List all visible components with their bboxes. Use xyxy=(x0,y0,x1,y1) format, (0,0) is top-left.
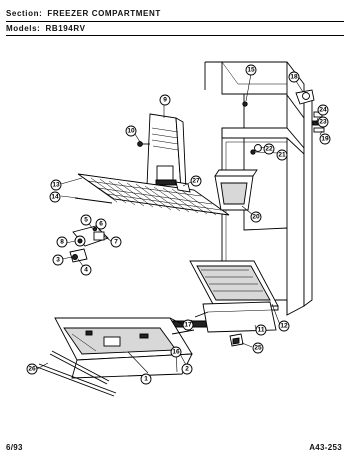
section-value: FREEZER COMPARTMENT xyxy=(47,9,161,18)
svg-text:15: 15 xyxy=(247,67,255,74)
part-13-wire-shelf xyxy=(74,173,230,216)
callout-13: 13 xyxy=(50,179,62,191)
callout-7: 7 xyxy=(110,236,122,248)
cabinet-hardware xyxy=(242,89,325,155)
svg-text:23: 23 xyxy=(319,119,327,126)
svg-text:26: 26 xyxy=(28,366,36,373)
svg-text:21: 21 xyxy=(278,152,286,159)
svg-text:22: 22 xyxy=(265,146,273,153)
footer-code: A43-253 xyxy=(309,443,342,452)
callout-17: 17 xyxy=(182,319,194,331)
callout-6: 6 xyxy=(95,218,107,230)
models-value: RB194RV xyxy=(45,24,86,33)
callout-8: 8 xyxy=(56,236,68,248)
callout-23: 23 xyxy=(317,116,329,128)
callout-18: 18 xyxy=(288,71,300,83)
callout-9: 9 xyxy=(159,94,171,106)
callout-11: 11 xyxy=(255,324,267,336)
cabinet-drawing xyxy=(204,61,313,316)
svg-text:4: 4 xyxy=(84,267,88,274)
models-label: Models: xyxy=(6,24,41,33)
callouts: 9 10 15 18 24 23 19 22 21 13 14 27 20 5 … xyxy=(26,64,331,385)
section-heading: Section: FREEZER COMPARTMENT xyxy=(6,9,161,18)
part-20-bin xyxy=(214,169,258,211)
svg-text:8: 8 xyxy=(60,239,64,246)
callout-10: 10 xyxy=(125,125,137,137)
svg-text:14: 14 xyxy=(51,194,59,201)
part-10-screw xyxy=(137,141,150,147)
callout-3: 3 xyxy=(52,254,64,266)
control-assembly xyxy=(61,225,109,263)
callout-25: 25 xyxy=(252,342,264,354)
part-11-frame xyxy=(194,301,277,333)
callout-20: 20 xyxy=(250,211,262,223)
callout-14: 14 xyxy=(49,191,61,203)
callout-24: 24 xyxy=(317,104,329,116)
bottom-pan xyxy=(36,317,195,397)
callout-2: 2 xyxy=(181,363,193,375)
svg-text:24: 24 xyxy=(319,107,327,114)
svg-text:1: 1 xyxy=(144,376,148,383)
svg-text:13: 13 xyxy=(52,182,60,189)
svg-text:20: 20 xyxy=(252,214,260,221)
callout-16: 16 xyxy=(170,346,182,358)
callout-15: 15 xyxy=(245,64,257,76)
section-label: Section: xyxy=(6,9,43,18)
callout-5: 5 xyxy=(80,214,92,226)
part-12-shelf xyxy=(167,260,279,328)
svg-text:12: 12 xyxy=(280,323,288,330)
svg-text:19: 19 xyxy=(321,136,329,143)
svg-text:5: 5 xyxy=(84,217,88,224)
callout-1: 1 xyxy=(140,373,152,385)
svg-text:16: 16 xyxy=(172,349,180,356)
part-25-clip xyxy=(229,333,244,347)
callout-27: 27 xyxy=(190,175,202,187)
models-heading: Models: RB194RV xyxy=(6,24,86,33)
svg-text:27: 27 xyxy=(192,178,200,185)
svg-text:25: 25 xyxy=(254,345,262,352)
svg-text:2: 2 xyxy=(185,366,189,373)
header-rule xyxy=(6,21,344,22)
svg-text:17: 17 xyxy=(184,322,192,329)
svg-text:7: 7 xyxy=(114,239,118,246)
svg-text:9: 9 xyxy=(163,97,167,104)
callout-12: 12 xyxy=(278,320,290,332)
callout-4: 4 xyxy=(80,264,92,276)
svg-text:18: 18 xyxy=(290,74,298,81)
callout-21: 21 xyxy=(276,149,288,161)
part-9-duct xyxy=(146,113,187,191)
models-rule xyxy=(6,35,344,36)
callout-22: 22 xyxy=(263,143,275,155)
svg-text:6: 6 xyxy=(99,221,103,228)
callout-19: 19 xyxy=(319,133,331,145)
footer-date: 6/93 xyxy=(6,443,23,452)
svg-text:3: 3 xyxy=(56,257,60,264)
svg-text:10: 10 xyxy=(127,128,135,135)
callout-26: 26 xyxy=(26,363,38,375)
svg-text:11: 11 xyxy=(258,327,265,334)
